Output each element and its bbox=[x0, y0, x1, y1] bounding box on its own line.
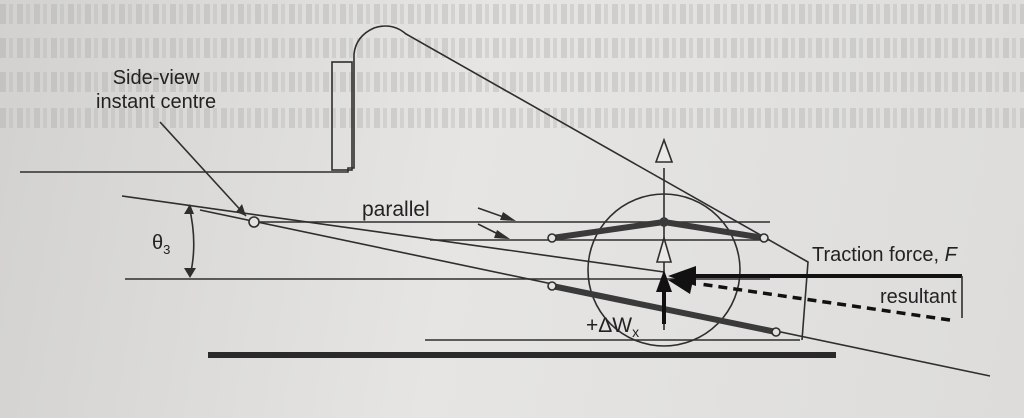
car-body-outline bbox=[20, 25, 809, 341]
pointer-arrowhead bbox=[236, 204, 246, 216]
instant-centre-label-line2: instant centre bbox=[96, 91, 217, 113]
theta-ray bbox=[121, 195, 665, 273]
theta-arrowhead-top bbox=[184, 204, 194, 214]
load-transfer-arrowhead bbox=[656, 270, 672, 292]
parallel-arrowhead-lower bbox=[494, 230, 510, 239]
instant-centre-label-line1: Side-view bbox=[112, 67, 200, 89]
theta-symbol: θ bbox=[152, 232, 164, 254]
upper-link-rear-pivot bbox=[759, 233, 769, 243]
upper-link-front-pivot bbox=[547, 233, 557, 243]
upper-link-right bbox=[661, 219, 767, 241]
traction-force-symbol: F bbox=[944, 244, 957, 266]
load-transfer-label: +ΔWx bbox=[586, 314, 639, 340]
resultant-arrowhead bbox=[668, 276, 694, 294]
parallel-label: parallel bbox=[362, 198, 430, 221]
lift-arrow-lower bbox=[655, 235, 673, 263]
theta-angle-arc bbox=[188, 205, 195, 277]
body-panel bbox=[331, 61, 353, 171]
lower-link-rear-pivot bbox=[771, 327, 781, 337]
instant-centre-label: Side-view instant centre bbox=[96, 66, 216, 114]
resultant-label: resultant bbox=[880, 286, 957, 308]
traction-force-label: Traction force, F bbox=[812, 244, 957, 267]
theta-label: θ3 bbox=[152, 232, 170, 257]
instant-centre-point bbox=[248, 216, 260, 228]
resultant-line bbox=[699, 282, 951, 322]
bleed-through-text bbox=[0, 0, 1024, 150]
ground bbox=[208, 352, 836, 358]
load-transfer-text: +ΔW bbox=[586, 314, 633, 337]
theta-subscript: 3 bbox=[163, 242, 171, 257]
lower-link-front-pivot bbox=[547, 281, 557, 291]
upper-link-left bbox=[549, 219, 667, 241]
parallel-arrowhead-upper bbox=[500, 212, 516, 221]
traction-force-text: Traction force, bbox=[812, 244, 945, 266]
instant-centre-pointer bbox=[159, 121, 247, 217]
lift-arrow-upper bbox=[654, 137, 674, 163]
theta-arrowhead-bottom bbox=[184, 268, 196, 278]
load-transfer-subscript: x bbox=[632, 324, 640, 341]
